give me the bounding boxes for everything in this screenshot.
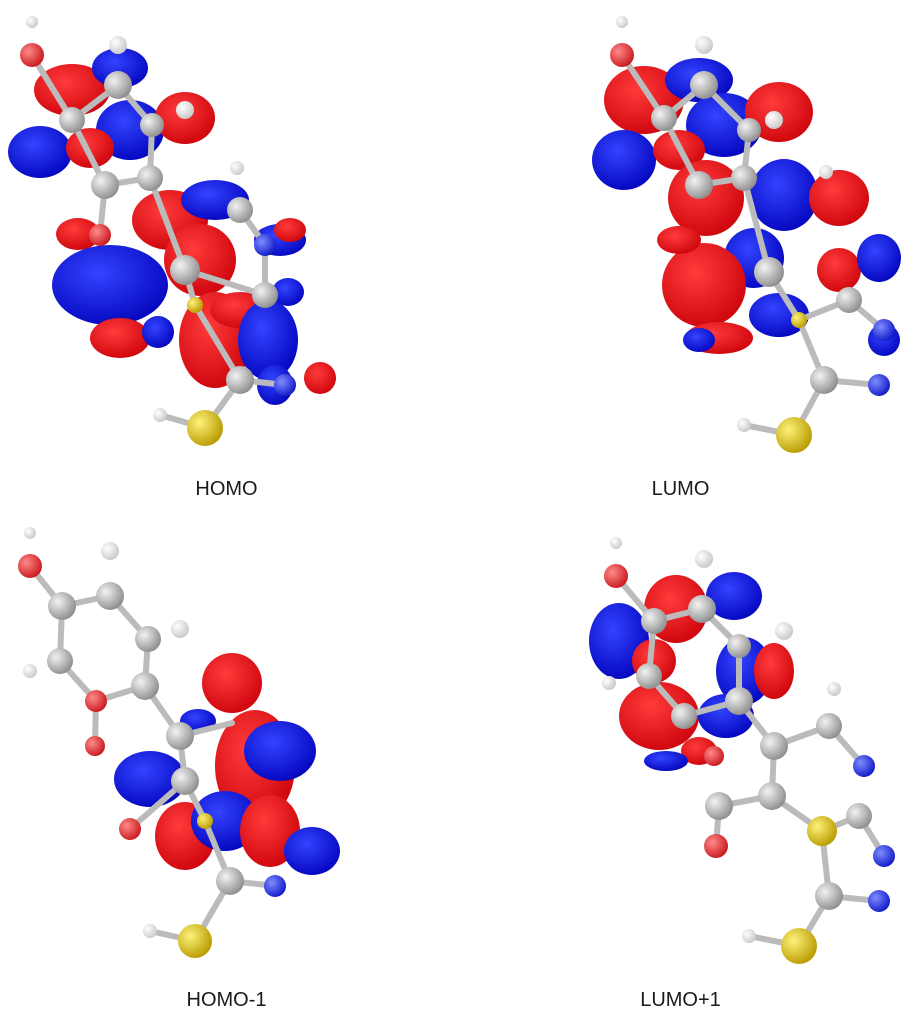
lumo-plus-1-atoms [602, 537, 895, 964]
homo-1-lobes [114, 653, 340, 875]
lumo-plus-1-orbital-diagram [589, 537, 895, 964]
lumo-plus-1-panel: LUMO+1 [454, 511, 907, 1021]
homo-orbital-diagram [8, 16, 336, 446]
lumo-caption: LUMO [651, 478, 710, 500]
lumo-orbital-diagram [592, 16, 901, 453]
homo-caption: HOMO [195, 478, 258, 500]
lumo-panel: LUMO [454, 0, 907, 510]
homo-1-panel: HOMO-1 [0, 511, 453, 1021]
homo-1-orbital-diagram [18, 527, 340, 958]
homo-1-atoms [18, 527, 286, 958]
homo-1-caption: HOMO-1 [186, 989, 267, 1011]
lumo-atoms [610, 16, 895, 453]
lumo-plus-1-lobes [589, 572, 794, 771]
lumo-plus-1-caption: LUMO+1 [640, 989, 721, 1011]
homo-atoms [20, 16, 296, 446]
homo-panel: HOMO [0, 0, 453, 510]
